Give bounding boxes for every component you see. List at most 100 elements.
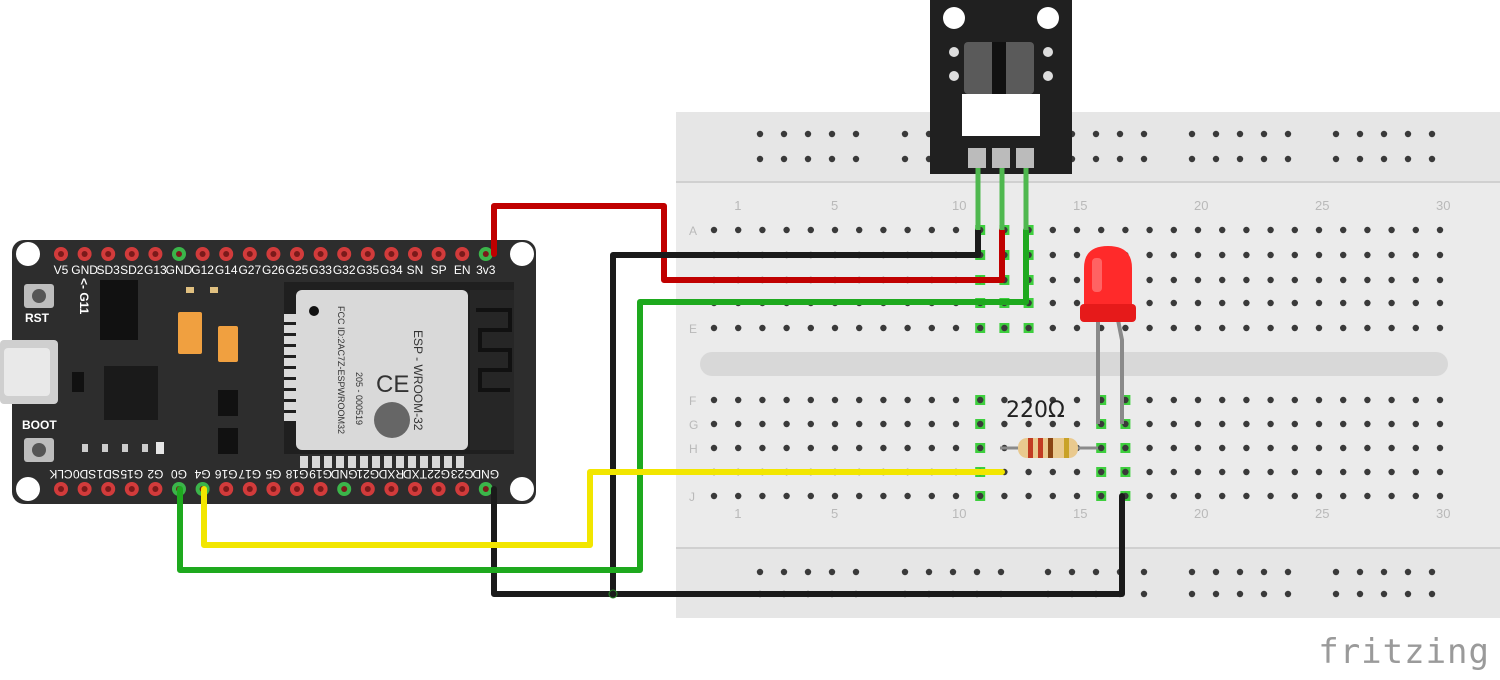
breadboard-hole bbox=[928, 492, 935, 500]
breadboard-hole bbox=[856, 324, 863, 332]
esp32-pin: G25 bbox=[286, 247, 309, 277]
breadboard-hole bbox=[1243, 251, 1250, 259]
esp32-pin-label: SN bbox=[407, 263, 424, 277]
breadboard-hole bbox=[783, 492, 790, 500]
ce-mark: CE bbox=[376, 371, 409, 398]
rail-hole bbox=[1236, 155, 1244, 163]
rail-hole bbox=[1356, 590, 1364, 598]
breadboard-hole bbox=[975, 419, 986, 429]
wire-black-sensor-gnd bbox=[610, 227, 981, 597]
rail-hole bbox=[1380, 155, 1388, 163]
breadboard-hole bbox=[1340, 492, 1347, 500]
breadboard-hole bbox=[1388, 420, 1395, 428]
esp32-pin: EN bbox=[454, 247, 471, 277]
rail-hole bbox=[1332, 590, 1340, 598]
fritzing-logo: fritzing bbox=[1318, 632, 1490, 672]
breadboard-hole bbox=[1267, 396, 1274, 404]
module-text-3: 205 - 000519 bbox=[354, 372, 364, 425]
breadboard-hole bbox=[1291, 299, 1299, 307]
breadboard-hole bbox=[1291, 276, 1299, 284]
breadboard-hole bbox=[880, 396, 887, 404]
breadboard-hole bbox=[952, 492, 960, 500]
esp32-pin: RXD bbox=[378, 467, 404, 496]
rail-hole bbox=[901, 130, 909, 138]
rail-hole bbox=[1260, 568, 1268, 576]
esp32-pin-label: G14 bbox=[215, 263, 238, 277]
esp32-pin-label: G23 bbox=[451, 467, 474, 481]
rail-hole bbox=[1260, 590, 1268, 598]
breadboard-hole bbox=[880, 420, 887, 428]
breadboard-hole bbox=[999, 323, 1010, 333]
esp32-pin-label: EN bbox=[454, 263, 471, 277]
breadboard-hole bbox=[1364, 420, 1371, 428]
breadboard-hole bbox=[975, 395, 986, 405]
breadboard-hole bbox=[1096, 443, 1107, 453]
breadboard-hole bbox=[856, 420, 863, 428]
rail-hole bbox=[1356, 568, 1364, 576]
breadboard-hole bbox=[1194, 299, 1202, 307]
breadboard-hole bbox=[1219, 226, 1226, 234]
rail-hole bbox=[780, 155, 788, 163]
esp32-pin-label: RXD bbox=[378, 467, 404, 481]
breadboard-hole bbox=[928, 396, 935, 404]
column-number-label: 25 bbox=[1315, 506, 1329, 521]
row-letter-label: G bbox=[689, 418, 698, 432]
column-number-label: 1 bbox=[734, 198, 741, 213]
breadboard-hole bbox=[735, 324, 742, 332]
breadboard-hole bbox=[1315, 444, 1323, 452]
breadboard-hole bbox=[807, 492, 814, 500]
breadboard-hole bbox=[1291, 444, 1299, 452]
breadboard-hole bbox=[1194, 396, 1202, 404]
rail-hole bbox=[997, 568, 1005, 576]
breadboard-hole bbox=[1049, 396, 1057, 404]
esp32-pin-label: TXD bbox=[403, 467, 427, 481]
esp32-pin-label: G26 bbox=[262, 263, 285, 277]
breadboard-hole bbox=[1436, 251, 1444, 259]
breadboard-hole bbox=[1219, 444, 1226, 452]
breadboard-hole bbox=[1267, 251, 1274, 259]
rail-hole bbox=[1188, 568, 1196, 576]
breadboard-hole bbox=[1436, 468, 1444, 476]
breadboard-hole bbox=[1340, 276, 1347, 284]
esp32-pin: SD0 bbox=[73, 467, 96, 496]
breadboard-hole bbox=[1098, 226, 1105, 234]
column-number-label: 10 bbox=[952, 506, 966, 521]
breadboard-hole bbox=[1073, 299, 1081, 307]
breadboard-hole bbox=[1412, 468, 1420, 476]
breadboard-hole bbox=[1412, 276, 1420, 284]
red-led bbox=[1080, 246, 1136, 424]
rail-hole bbox=[925, 568, 933, 576]
rail-hole bbox=[1092, 155, 1100, 163]
breadboard-hole bbox=[904, 324, 911, 332]
breadboard-hole bbox=[783, 420, 790, 428]
breadboard-hole bbox=[1194, 468, 1202, 476]
rail-hole bbox=[1092, 568, 1100, 576]
breadboard-hole bbox=[1194, 226, 1202, 234]
breadboard-hole bbox=[1025, 396, 1032, 404]
rail-hole bbox=[1380, 568, 1388, 576]
regulator-chip bbox=[100, 280, 138, 340]
breadboard-hole bbox=[952, 324, 960, 332]
rail-hole bbox=[756, 568, 764, 576]
rail-hole bbox=[852, 130, 860, 138]
breadboard-hole bbox=[1243, 299, 1250, 307]
esp32-board: ESP - WROOM-32 FCC ID:2AC7Z-ESPWROOM32 2… bbox=[0, 240, 536, 504]
breadboard-hole bbox=[1340, 299, 1347, 307]
breadboard-hole bbox=[710, 226, 718, 234]
breadboard-hole bbox=[1412, 420, 1420, 428]
breadboard-hole bbox=[1388, 299, 1395, 307]
wire-yellow-g4 bbox=[201, 469, 1005, 548]
rail-hole bbox=[1284, 155, 1292, 163]
esp32-pin: G17 bbox=[238, 467, 261, 496]
rail-hole bbox=[1404, 568, 1412, 576]
breadboard-hole bbox=[783, 444, 790, 452]
breadboard-hole bbox=[928, 444, 935, 452]
rail-hole bbox=[1380, 590, 1388, 598]
breadboard-hole bbox=[1436, 299, 1444, 307]
rst-label: RST bbox=[25, 311, 50, 325]
boot-label: BOOT bbox=[22, 418, 57, 432]
breadboard-hole bbox=[1364, 251, 1371, 259]
breadboard-hole bbox=[783, 324, 790, 332]
esp32-pin-label: G18 bbox=[285, 467, 308, 481]
rail-hole bbox=[1212, 155, 1220, 163]
